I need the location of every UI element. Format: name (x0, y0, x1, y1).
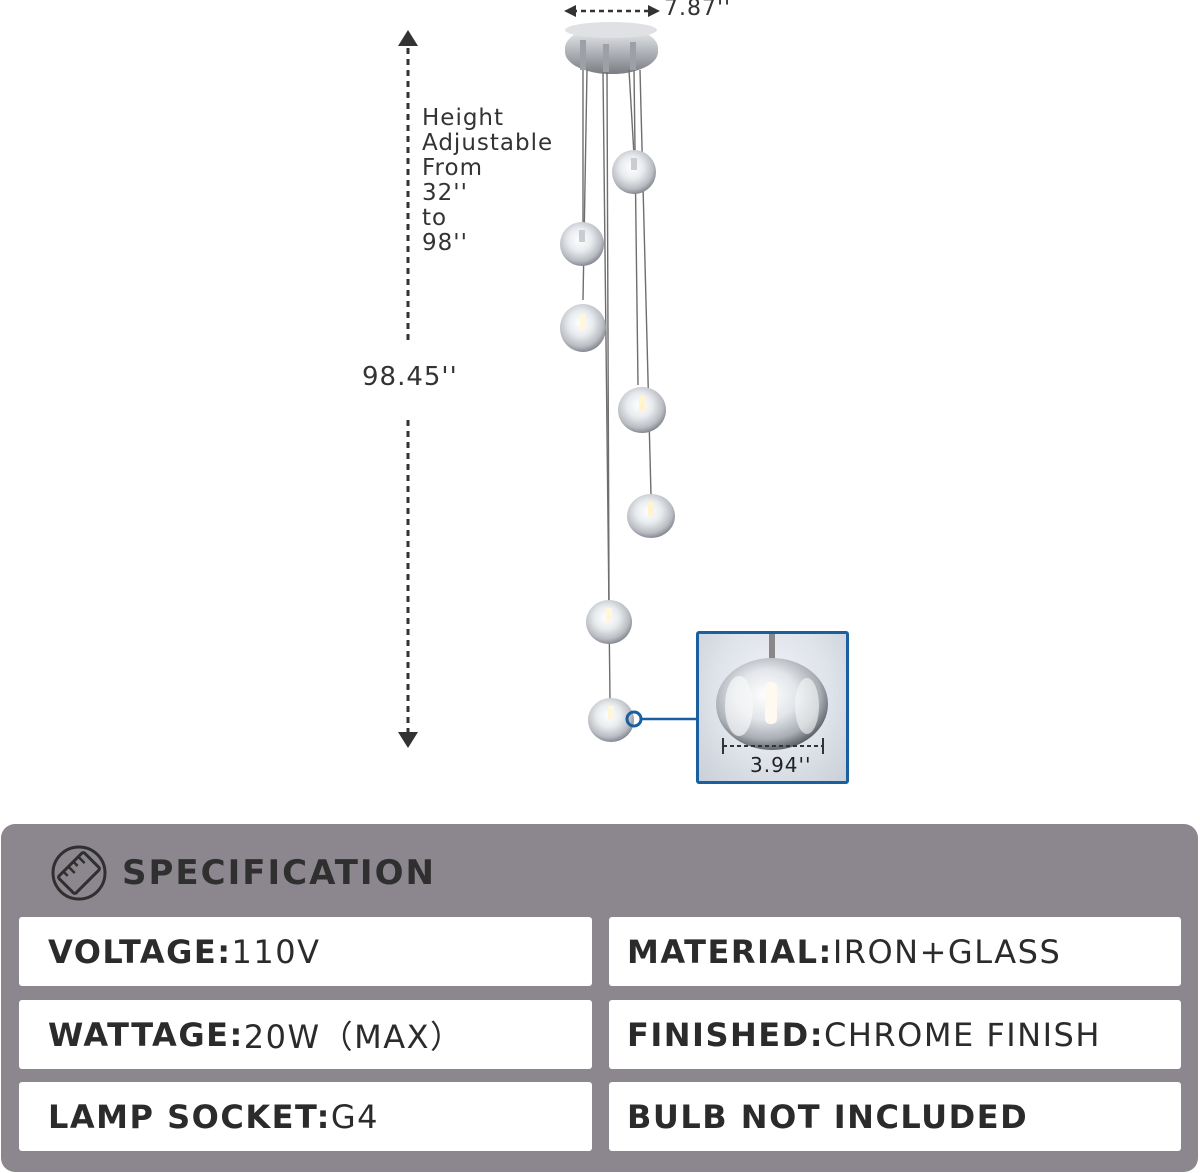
spec-bulb-note: BULB NOT INCLUDED (609, 1082, 1181, 1151)
ruler-icon (51, 845, 107, 901)
crystal-ball-closeup (696, 631, 849, 784)
chandelier-illustration (398, 5, 697, 748)
height-adjustable-label: Height Adjustable From 32'' to 98'' (422, 105, 554, 256)
total-height-label: 98.45'' (362, 362, 458, 392)
spec-key: FINISHED: (627, 1015, 824, 1054)
spec-key: MATERIAL: (627, 932, 833, 971)
spec-value: G4 (330, 1097, 380, 1136)
spec-key: WATTAGE: (48, 1015, 244, 1054)
height-dimension-arrow (398, 30, 418, 748)
spec-value: 110V (231, 932, 321, 971)
ceiling-canopy (565, 22, 658, 74)
ball-diameter-label: 3.94'' (750, 753, 812, 777)
zoom-callout (625, 710, 697, 728)
spec-key: VOLTAGE: (48, 932, 232, 971)
spec-key: BULB NOT INCLUDED (627, 1097, 1029, 1136)
spec-value: CHROME FINISH (824, 1015, 1101, 1054)
spec-voltage: VOLTAGE:110V (19, 917, 592, 986)
crystal-ball-closeup-image (716, 634, 828, 754)
width-dimension-arrow (564, 5, 660, 17)
spec-key: LAMP SOCKET: (48, 1097, 331, 1136)
canopy-width-label: 7.87'' (664, 0, 732, 21)
spec-lamp-socket: LAMP SOCKET:G4 (19, 1082, 592, 1151)
crystal-pendants (560, 150, 675, 742)
specification-header: SPECIFICATION (50, 842, 436, 904)
spec-finish: FINISHED:CHROME FINISH (609, 1000, 1181, 1069)
spec-value: 20W（MAX） (243, 1017, 464, 1056)
spec-material: MATERIAL:IRON+GLASS (609, 917, 1181, 986)
specification-title: SPECIFICATION (122, 853, 436, 893)
spec-wattage: WATTAGE:20W（MAX） (19, 1000, 592, 1069)
spec-value: IRON+GLASS (832, 932, 1062, 971)
